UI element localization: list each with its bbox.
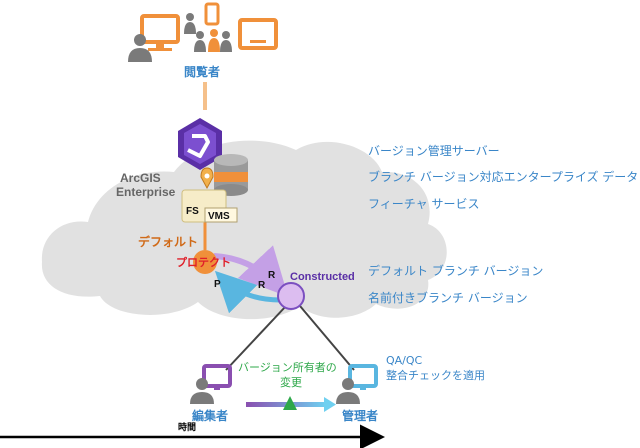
editor-link-line bbox=[225, 305, 287, 371]
viewers-group bbox=[128, 2, 278, 62]
database-icon bbox=[214, 154, 248, 196]
monitor-icon bbox=[140, 14, 180, 51]
post-marker: P bbox=[214, 279, 221, 290]
people-group-icon bbox=[184, 2, 232, 52]
viewers-label: 閲覧者 bbox=[184, 65, 221, 79]
legend-branch-versioned-data: ブランチ バージョン対応エンタープライズ データ bbox=[368, 170, 639, 184]
change-triangle-icon bbox=[283, 396, 297, 410]
person-icon bbox=[128, 34, 152, 62]
fs-badge-label: FS bbox=[186, 206, 199, 217]
legend-feature-service: フィーチャ サービス bbox=[368, 197, 480, 211]
editor-icon bbox=[190, 364, 232, 404]
manager-label: 管理者 bbox=[342, 409, 379, 423]
tablet-icon bbox=[238, 18, 278, 50]
qa-note-line1: QA/QC bbox=[386, 354, 423, 367]
enterprise-cloud bbox=[41, 140, 447, 320]
editor-label: 編集者 bbox=[192, 409, 229, 423]
legend-named-branch-version: 名前付きブランチ バージョン bbox=[368, 291, 528, 305]
default-version-label: デフォルト bbox=[138, 234, 198, 249]
reconcile-marker-1: R bbox=[268, 270, 276, 281]
named-version-node bbox=[277, 282, 305, 310]
named-version-label: Constructed bbox=[290, 271, 355, 283]
vms-badge-label: VMS bbox=[208, 211, 230, 222]
feature-service-badge: FS VMS bbox=[181, 167, 238, 223]
platform-name-line2: Enterprise bbox=[116, 185, 176, 199]
protect-label: プロテクト bbox=[176, 255, 231, 269]
reconcile-marker-2: R bbox=[258, 280, 266, 291]
legend-version-management-server: バージョン管理サーバー bbox=[368, 144, 500, 158]
timeline-label: 時間 bbox=[178, 423, 197, 433]
default-version-node bbox=[193, 250, 217, 274]
change-note-line1: バージョン所有者の bbox=[238, 361, 337, 374]
legend-default-branch-version: デフォルト ブランチ バージョン bbox=[368, 264, 544, 278]
version-management-server-icon bbox=[178, 118, 222, 170]
qa-note-line2: 整合チェックを適用 bbox=[386, 369, 485, 382]
change-note-line2: 変更 bbox=[280, 376, 302, 389]
reconcile-arrow bbox=[213, 245, 289, 297]
manager-link-line bbox=[299, 305, 355, 371]
manager-icon bbox=[336, 364, 378, 404]
owner-change-arrowhead bbox=[324, 397, 336, 412]
platform-name-line1: ArcGIS bbox=[120, 171, 161, 185]
post-arrow bbox=[214, 270, 281, 314]
